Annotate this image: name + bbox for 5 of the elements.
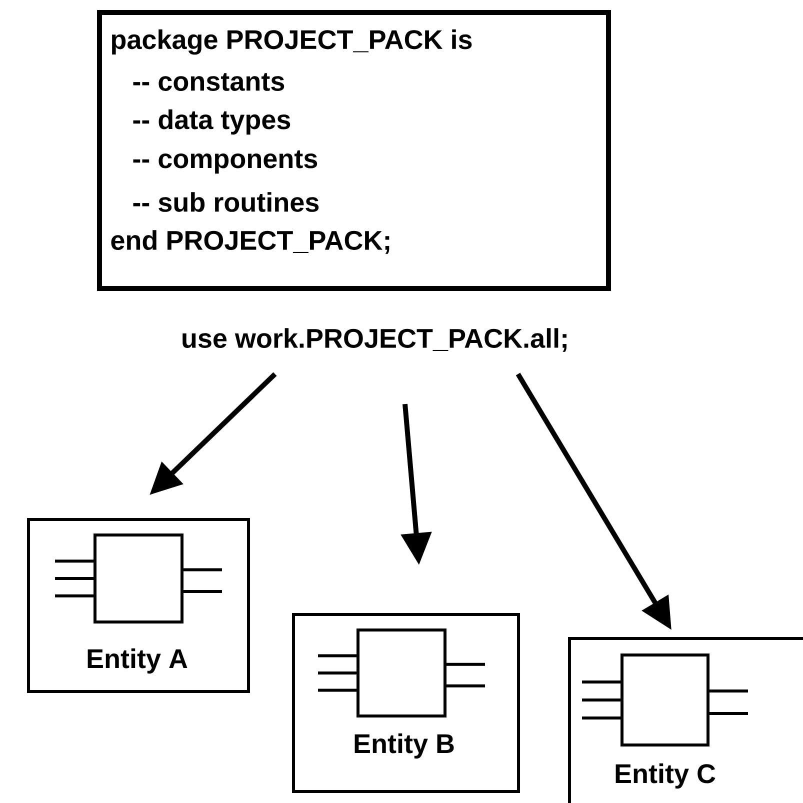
- package-box: package PROJECT_PACK is -- constants -- data types -- components -- sub routines end PROJECT_PACK;: [97, 10, 611, 291]
- entity-box: Entity A: [27, 518, 250, 693]
- use-clause-text: use work.PROJECT_PACK.all;: [182, 328, 566, 352]
- entity-box: Entity B: [292, 613, 520, 793]
- entity-box: Entity C: [568, 637, 803, 803]
